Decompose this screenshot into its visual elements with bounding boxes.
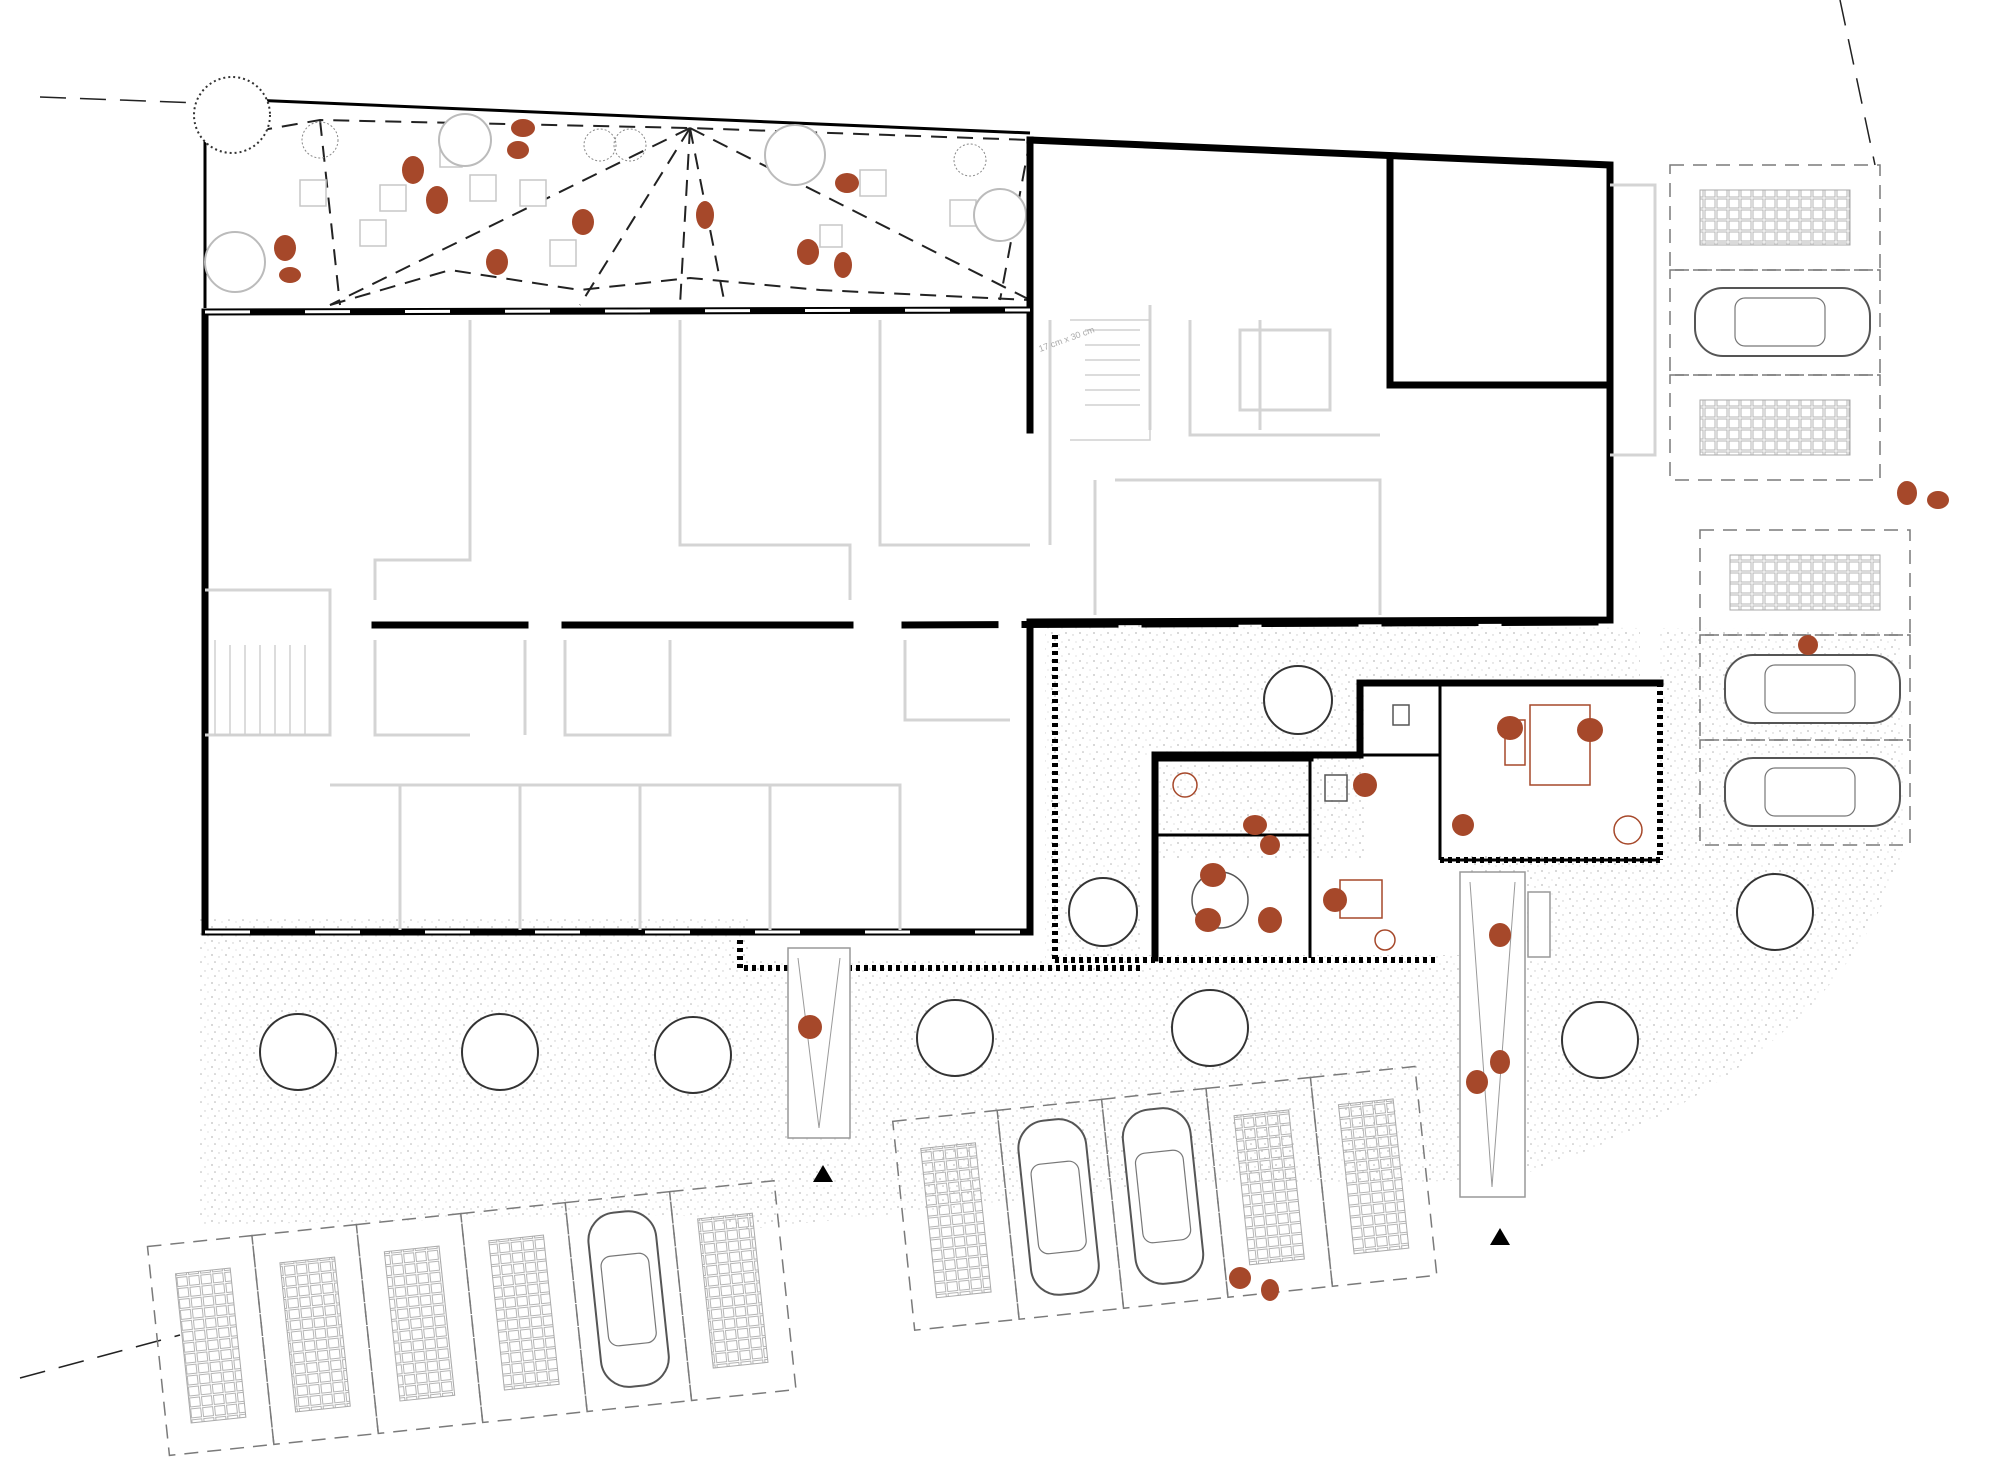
tree-icon	[973, 188, 1027, 242]
tree-icon	[259, 1013, 337, 1091]
solar-panel-icon	[697, 1212, 769, 1369]
person-icon	[402, 156, 424, 184]
tree-icon	[1263, 665, 1333, 735]
car-icon	[587, 1210, 670, 1388]
shade-structure	[204, 118, 1031, 306]
interior-partitions	[205, 183, 1657, 930]
entrance-arrow-icon	[1490, 1228, 1510, 1245]
stairs: 17 cm x 30 cm	[214, 319, 1151, 736]
solar-panel-icon	[488, 1234, 560, 1391]
people	[274, 119, 1949, 1301]
person-icon	[798, 1015, 822, 1039]
solar-panel-icon	[279, 1256, 351, 1413]
solar-panel-icon	[1337, 1098, 1410, 1255]
entrances	[787, 871, 1551, 1245]
tree-icon	[301, 121, 339, 159]
parking-south-west	[146, 1179, 797, 1457]
person-icon	[1229, 1267, 1251, 1289]
parking-east-lower	[1699, 529, 1911, 846]
solar-panel-icon	[174, 1267, 247, 1424]
person-icon	[835, 173, 859, 193]
tree-icon	[1068, 877, 1138, 947]
entrance-arrow-icon	[813, 1165, 833, 1182]
tree-icon	[613, 128, 647, 162]
tree-icon	[583, 128, 617, 162]
tree-icon	[764, 124, 826, 186]
person-icon	[1258, 907, 1282, 933]
person-icon	[1323, 888, 1347, 912]
tree-icon	[193, 76, 271, 154]
person-icon	[696, 201, 714, 229]
tree-icon	[1736, 873, 1814, 951]
person-icon	[1466, 1070, 1488, 1094]
tree-icon	[438, 113, 492, 167]
pavilion-furniture	[1172, 704, 1643, 951]
solar-panel-icon	[1233, 1109, 1305, 1266]
cafe-tables	[299, 144, 977, 267]
courtyard-trees	[193, 76, 1027, 293]
pavilion	[737, 635, 1664, 971]
car-icon	[1724, 757, 1901, 827]
person-icon	[1490, 1050, 1510, 1074]
tree-icon	[953, 143, 987, 177]
solar-panel-icon	[920, 1142, 992, 1299]
person-icon	[486, 249, 508, 275]
person-icon	[511, 119, 535, 137]
car-icon	[1121, 1107, 1205, 1285]
main-building	[201, 136, 1614, 936]
solar-panel-icon	[383, 1245, 456, 1402]
person-icon	[274, 235, 296, 261]
person-icon	[426, 186, 448, 214]
person-icon	[1260, 835, 1280, 855]
person-icon	[1897, 481, 1917, 505]
stair-note: 17 cm x 30 cm	[1037, 324, 1095, 353]
tree-icon	[1561, 1001, 1639, 1079]
car-icon	[1017, 1118, 1100, 1296]
person-icon	[1497, 716, 1523, 740]
person-icon	[1261, 1279, 1279, 1301]
solar-panel-icon	[1699, 189, 1851, 246]
plant-icon	[1172, 772, 1643, 951]
person-icon	[1195, 908, 1221, 932]
tree-icon	[204, 231, 266, 293]
tree-icon	[461, 1013, 539, 1091]
person-icon	[1452, 814, 1474, 836]
person-icon	[1798, 635, 1818, 655]
person-icon	[797, 239, 819, 265]
person-icon	[572, 209, 594, 235]
person-icon	[1243, 815, 1267, 835]
car-icon	[1694, 287, 1871, 357]
person-icon	[1927, 491, 1949, 509]
tree-icon	[1171, 989, 1249, 1067]
person-icon	[1577, 718, 1603, 742]
person-icon	[279, 267, 301, 283]
person-icon	[1489, 923, 1511, 947]
courtyard-garden	[193, 76, 1031, 308]
tree-icon	[916, 999, 994, 1077]
car-icon	[1724, 654, 1901, 724]
person-icon	[507, 141, 529, 159]
person-icon	[1353, 773, 1377, 797]
person-icon	[1200, 863, 1226, 887]
solar-panel-icon	[1699, 399, 1851, 456]
parking-east-upper	[1669, 164, 1881, 481]
solar-panel-icon	[1729, 554, 1881, 611]
tree-icon	[654, 1016, 732, 1094]
site-boundary	[19, 0, 1876, 1379]
person-icon	[834, 252, 852, 278]
site-trees	[259, 665, 1814, 1094]
parking-south-middle	[891, 1065, 1438, 1332]
